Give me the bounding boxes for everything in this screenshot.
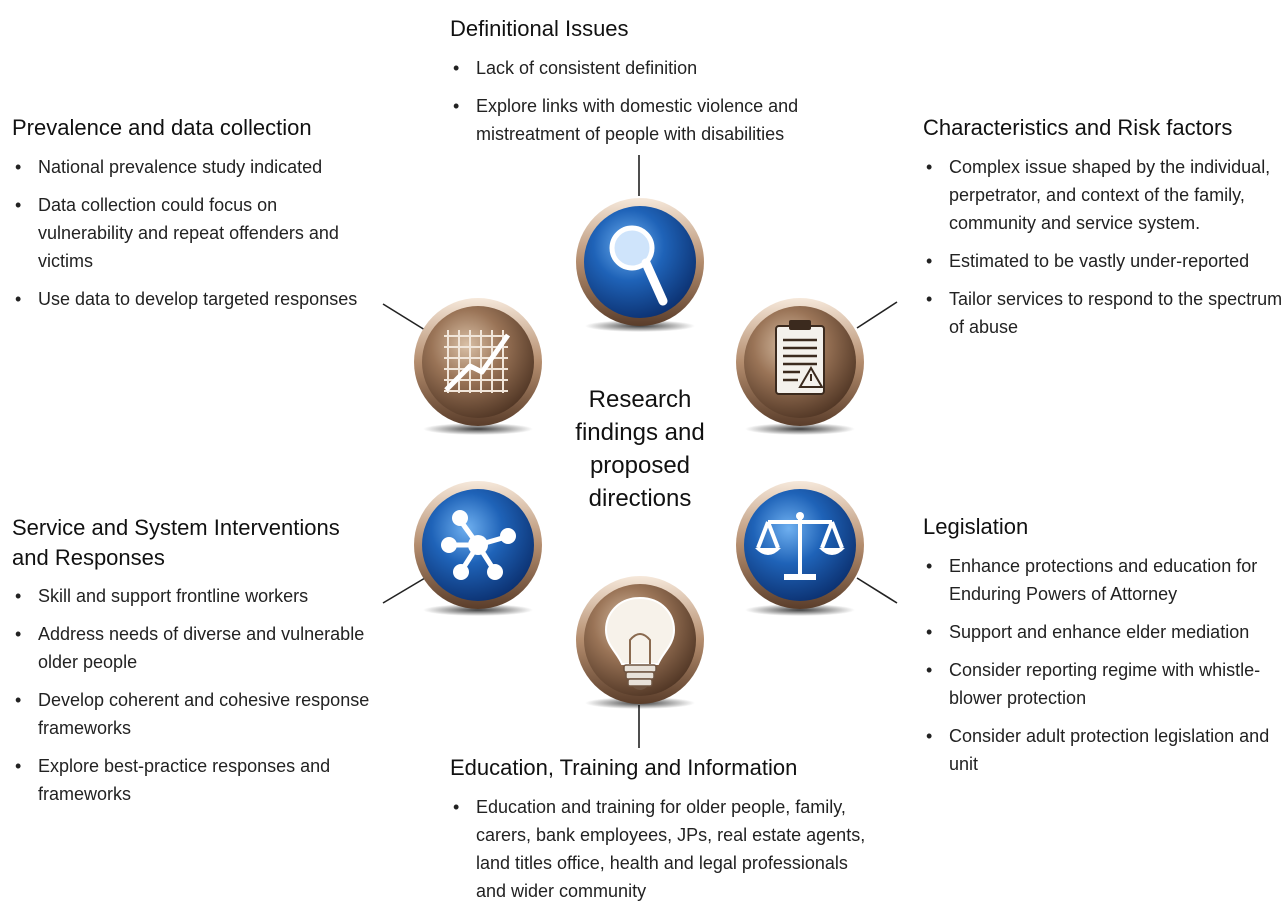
section-title: Prevalence and data collection	[12, 115, 312, 140]
bullet-item: Explore best-practice responses and fram…	[12, 752, 372, 808]
bullet-item: Estimated to be vastly under-reported	[923, 247, 1283, 275]
bullet-item: Support and enhance elder mediation	[923, 618, 1283, 646]
bullet-item: Lack of consistent definition	[450, 54, 860, 82]
connector-characteristics	[856, 301, 898, 329]
section-title: Characteristics and Risk factors	[923, 115, 1233, 140]
section-legislation: Legislation Enhance protections and educ…	[923, 512, 1283, 788]
bullet-item: Consider adult protection legislation an…	[923, 722, 1283, 778]
magnifying-glass-icon	[576, 198, 704, 332]
bullet-item: Tailor services to respond to the spectr…	[923, 285, 1283, 341]
connector-service	[382, 577, 426, 604]
connector-lines	[382, 155, 898, 748]
section-characteristics: Characteristics and Risk factors Complex…	[923, 113, 1283, 351]
bullet-item: Explore links with domestic violence and…	[450, 92, 860, 148]
section-title: Definitional Issues	[450, 16, 629, 41]
clipboard-warning-icon	[736, 298, 864, 435]
bullet-item: Use data to develop targeted responses	[12, 285, 372, 313]
center-label: Research findings and proposed direction…	[575, 386, 705, 512]
section-definitional-issues: Definitional Issues Lack of consistent d…	[450, 14, 860, 158]
section-prevalence: Prevalence and data collection National …	[12, 113, 372, 323]
bullet-item: Education and training for older people,…	[450, 793, 870, 905]
bullet-item: National prevalence study indicated	[12, 153, 372, 181]
bullet-list: Lack of consistent definition Explore li…	[450, 54, 860, 148]
bullet-item: Address needs of diverse and vulnerable …	[12, 620, 372, 676]
section-title: Legislation	[923, 514, 1029, 539]
bullet-item: Data collection could focus on vulnerabi…	[12, 191, 372, 275]
scales-of-justice-icon	[736, 481, 864, 616]
section-title: Service and System Interventions and Res…	[12, 515, 340, 570]
bullet-list: Education and training for older people,…	[450, 793, 870, 905]
section-title: Education, Training and Information	[450, 755, 798, 780]
bullet-list: National prevalence study indicated Data…	[12, 153, 372, 313]
section-service-system: Service and System Interventions and Res…	[12, 513, 372, 818]
bullet-item: Enhance protections and education for En…	[923, 552, 1283, 608]
bullet-item: Develop coherent and cohesive response f…	[12, 686, 372, 742]
connector-legislation	[856, 577, 898, 604]
bullet-list: Skill and support frontline workers Addr…	[12, 582, 372, 808]
line-chart-icon	[414, 298, 542, 435]
light-bulb-icon	[576, 576, 704, 709]
bullet-item: Skill and support frontline workers	[12, 582, 372, 610]
connector-prevalence	[382, 303, 426, 331]
bullet-list: Enhance protections and education for En…	[923, 552, 1283, 778]
bullet-list: Complex issue shaped by the individual, …	[923, 153, 1283, 341]
section-education: Education, Training and Information Educ…	[450, 753, 870, 915]
bullet-item: Complex issue shaped by the individual, …	[923, 153, 1283, 237]
bullet-item: Consider reporting regime with whistle-b…	[923, 656, 1283, 712]
network-icon	[414, 481, 542, 616]
